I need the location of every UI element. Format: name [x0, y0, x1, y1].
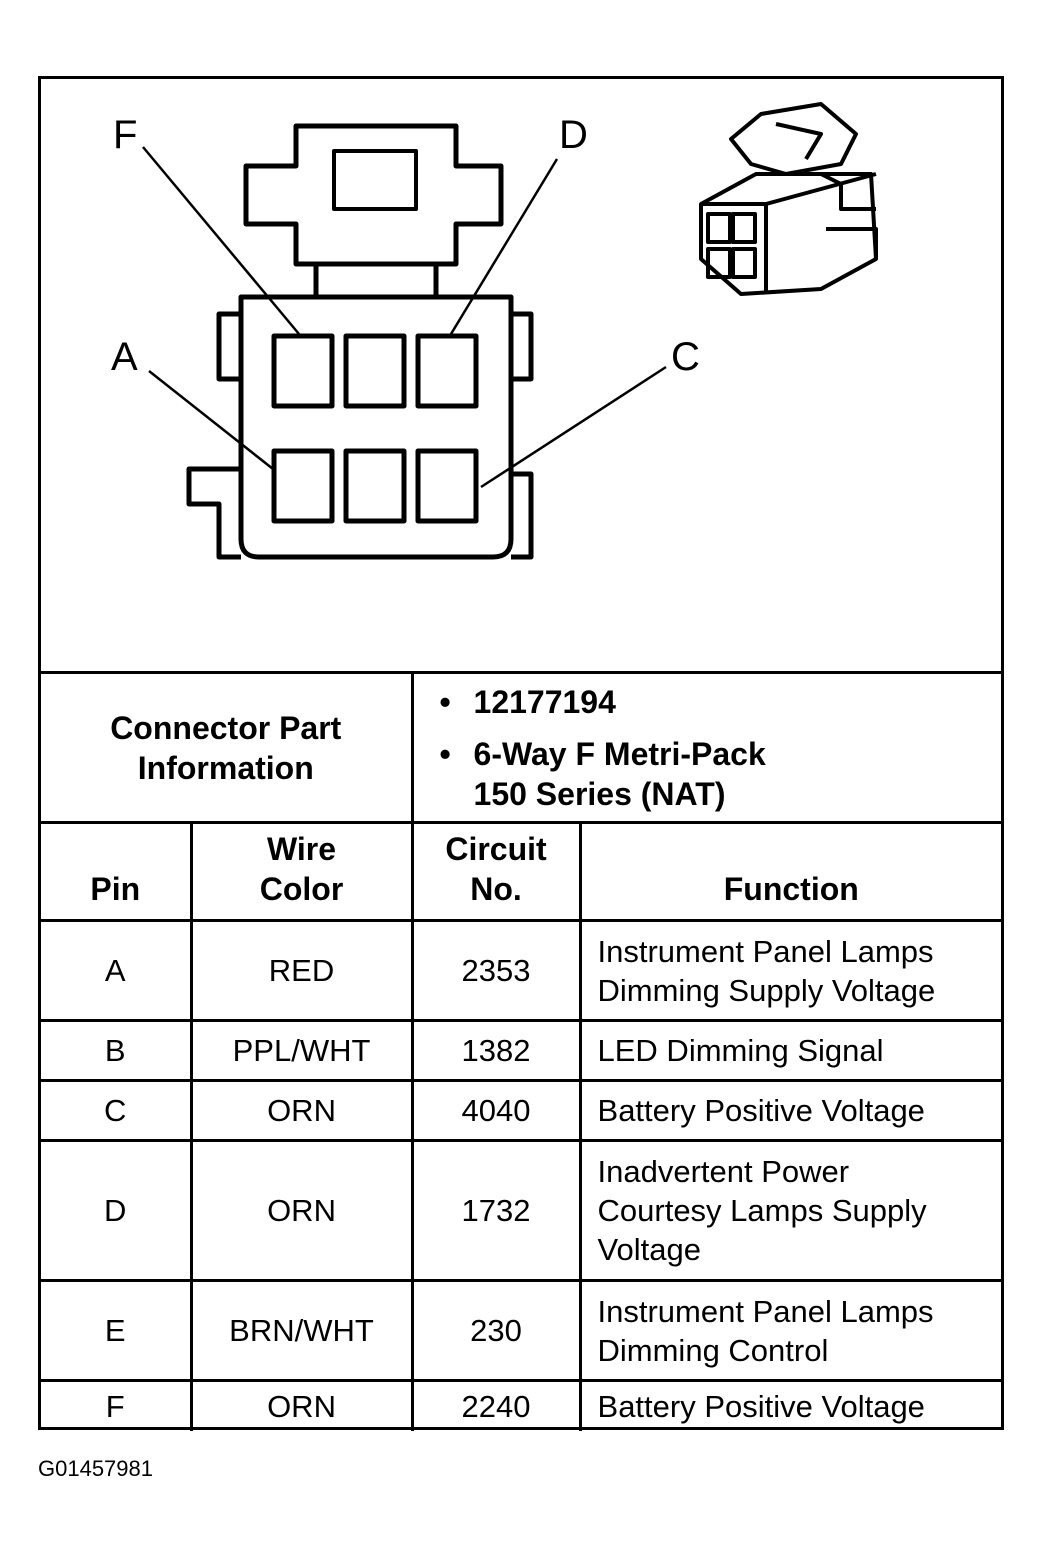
table-row: F ORN 2240 Battery Positive Voltage — [41, 1379, 1002, 1431]
header-circuit-no: Circuit No. — [410, 821, 582, 922]
table-header-row: Pin Wire Color Circuit No. Function — [41, 821, 1002, 922]
wire-color-cell: RED — [189, 919, 414, 1022]
wire-color-cell: PPL/WHT — [189, 1019, 414, 1082]
connector-diagram: F D A C — [41, 79, 1001, 671]
pin-cell: F — [41, 1379, 193, 1431]
pin-label-f: F — [113, 113, 138, 157]
circuit-cell: 2353 — [410, 919, 582, 1022]
connector-figure-frame: F D A C Connector Part Information • 121… — [38, 76, 1004, 1431]
header-pin: Pin — [41, 821, 193, 922]
function-cell: Battery Positive Voltage — [578, 1079, 1002, 1142]
function-cell: Battery Positive Voltage — [578, 1379, 1002, 1431]
pin-cell: A — [41, 919, 193, 1022]
wire-color-cell: ORN — [189, 1379, 414, 1431]
circuit-cell: 230 — [410, 1279, 582, 1382]
circuit-cell: 1382 — [410, 1019, 582, 1082]
connector-info-row: Connector Part Information • 12177194 • … — [41, 671, 1002, 824]
pin-cell: B — [41, 1019, 193, 1082]
pin-cell: C — [41, 1079, 193, 1142]
figure-id: G01457981 — [38, 1456, 153, 1481]
wire-color-cell: BRN/WHT — [189, 1279, 414, 1382]
wire-color-cell: ORN — [189, 1079, 414, 1142]
pin-label-d: D — [559, 113, 588, 157]
circuit-cell: 4040 — [410, 1079, 582, 1142]
connector-info-label: Connector Part Information — [41, 671, 414, 824]
function-cell: Inadvertent Power Courtesy Lamps Supply … — [578, 1139, 1002, 1282]
pin-label-a: A — [111, 335, 138, 379]
table-row: C ORN 4040 Battery Positive Voltage — [41, 1079, 1002, 1142]
circuit-cell: 1732 — [410, 1139, 582, 1282]
circuit-cell: 2240 — [410, 1379, 582, 1431]
table-row: D ORN 1732 Inadvertent Power Courtesy La… — [41, 1139, 1002, 1282]
function-cell: Instrument Panel Lamps Dimming Supply Vo… — [578, 919, 1002, 1022]
table-row: E BRN/WHT 230 Instrument Panel Lamps Dim… — [41, 1279, 1002, 1382]
table-row: A RED 2353 Instrument Panel Lamps Dimmin… — [41, 919, 1002, 1022]
pin-cell: E — [41, 1279, 193, 1382]
connector-info-details: • 12177194 • 6-Way F Metri-Pack 150 Seri… — [410, 671, 1002, 824]
connector-description: • 6-Way F Metri-Pack 150 Series (NAT) — [439, 735, 766, 812]
header-function: Function — [578, 821, 1002, 922]
pin-cell: D — [41, 1139, 193, 1282]
connector-face-drawing — [142, 102, 878, 560]
table-row: B PPL/WHT 1382 LED Dimming Signal — [41, 1019, 1002, 1082]
pin-label-c: C — [671, 335, 700, 379]
part-number: • 12177194 — [439, 683, 616, 720]
header-wire-color: Wire Color — [189, 821, 414, 922]
function-cell: Instrument Panel Lamps Dimming Control — [578, 1279, 1002, 1382]
connector-pinout-table: Connector Part Information • 12177194 • … — [41, 671, 1002, 1431]
wire-color-cell: ORN — [189, 1139, 414, 1282]
function-cell: LED Dimming Signal — [578, 1019, 1002, 1082]
